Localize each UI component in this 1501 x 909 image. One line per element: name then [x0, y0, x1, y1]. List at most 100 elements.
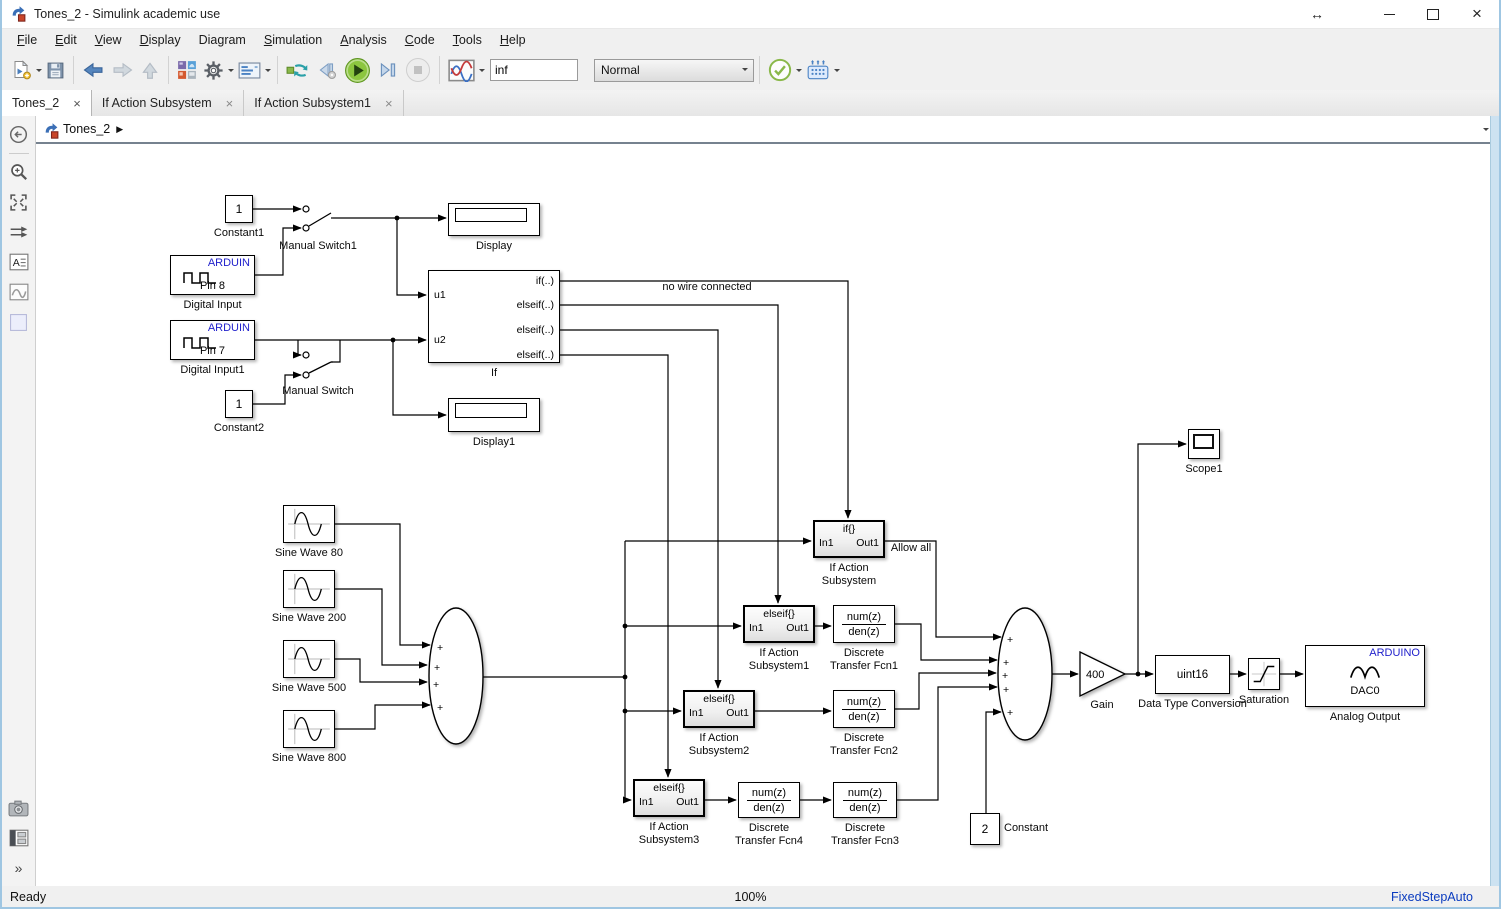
run-button[interactable]	[341, 55, 374, 85]
menu-item-edit[interactable]: Edit	[46, 31, 86, 49]
screenshot-button[interactable]	[7, 796, 31, 820]
tab-close-icon[interactable]: ×	[385, 96, 393, 111]
wire[interactable]	[560, 355, 668, 777]
wire[interactable]	[895, 624, 997, 660]
sum-block-sum1[interactable]: +++++	[998, 608, 1052, 740]
wire[interactable]	[885, 541, 1001, 637]
status-solver[interactable]: FixedStepAuto	[1391, 890, 1473, 904]
gain-block[interactable]: 400	[1080, 652, 1125, 696]
step-forward-button[interactable]	[374, 55, 402, 85]
menu-item-file[interactable]: File	[8, 31, 46, 49]
dropdown-caret-icon[interactable]	[796, 69, 802, 75]
fit-to-view-button[interactable]	[7, 190, 31, 214]
simulation-display-button[interactable]	[445, 55, 478, 85]
tab-if-action-subsystem[interactable]: If Action Subsystem ×	[92, 90, 244, 116]
tab-close-icon[interactable]: ×	[73, 96, 81, 111]
wire[interactable]	[335, 705, 430, 729]
stop-time-input[interactable]	[490, 59, 578, 81]
menu-item-display[interactable]: Display	[131, 31, 190, 49]
step-back-button[interactable]	[313, 55, 341, 85]
constant-block[interactable]: 2	[970, 813, 1000, 845]
wire[interactable]	[895, 673, 996, 709]
menu-item-help[interactable]: Help	[491, 31, 535, 49]
dropdown-caret-icon[interactable]	[479, 69, 485, 75]
hide-explorer-button[interactable]	[7, 122, 31, 146]
diagnostics-button[interactable]	[765, 55, 795, 85]
menu-item-tools[interactable]: Tools	[444, 31, 491, 49]
wire[interactable]	[897, 687, 997, 800]
constant1-block[interactable]: 1	[225, 195, 253, 223]
stop-button[interactable]	[402, 55, 434, 85]
dropdown-caret-icon[interactable]	[228, 69, 234, 75]
area-button[interactable]	[7, 310, 31, 334]
menu-item-analysis[interactable]: Analysis	[331, 31, 396, 49]
annotation-button[interactable]: A	[7, 250, 31, 274]
close-button[interactable]: ×	[1455, 0, 1499, 28]
wire[interactable]	[560, 305, 778, 603]
dropdown-caret-icon[interactable]	[265, 69, 271, 75]
if-action-subsystem1-block[interactable]: elseif{}In1Out1	[743, 605, 815, 643]
tab-close-icon[interactable]: ×	[226, 96, 234, 111]
digital-input-block[interactable]: ARDUINPin 8	[170, 255, 255, 295]
minimize-button[interactable]	[1367, 0, 1411, 28]
discrete-transfer-fcn3-block[interactable]: num(z)den(z)	[833, 782, 897, 818]
tab-tones-2[interactable]: Tones_2 ×	[2, 90, 92, 116]
discrete-transfer-fcn1-block[interactable]: num(z)den(z)	[833, 605, 895, 643]
dropdown-caret-icon[interactable]	[36, 69, 42, 75]
wire[interactable]	[331, 340, 340, 362]
sine-wave-200-block[interactable]	[283, 570, 335, 608]
wire[interactable]	[986, 712, 1001, 813]
manual-switch1[interactable]	[303, 206, 333, 231]
model-browser-button[interactable]	[7, 826, 31, 850]
if-block[interactable]: u1u2if(..)elseif(..)elseif(..)elseif(..)	[428, 270, 560, 363]
dropdown-caret-icon[interactable]	[834, 69, 840, 75]
diagram-canvas[interactable]: +++++++++4001Constant11Constant22ARDUINP…	[35, 146, 1491, 886]
analog-output-block[interactable]: ARDUINODAC0	[1305, 645, 1425, 707]
wire[interactable]	[335, 659, 427, 682]
if-action-subsystem3-block[interactable]: elseif{}In1Out1	[633, 779, 705, 817]
menu-item-view[interactable]: View	[86, 31, 131, 49]
saturation-block[interactable]	[1248, 658, 1280, 690]
wire[interactable]	[298, 340, 301, 355]
sum-block-sum[interactable]: ++++	[429, 608, 483, 744]
sine-wave-500-block[interactable]	[283, 640, 335, 678]
expand-toolstrip-button[interactable]: »	[7, 856, 31, 880]
if-action-subsystem-block[interactable]: if{}In1Out1	[813, 520, 885, 558]
data-type-conversion-block[interactable]: uint16	[1155, 655, 1230, 694]
model-settings-button[interactable]	[200, 55, 227, 85]
display-block[interactable]	[448, 203, 540, 236]
wire[interactable]	[397, 218, 426, 295]
annotation-no-wire-connected[interactable]: no wire connected	[662, 281, 751, 294]
up-to-parent-button[interactable]	[137, 55, 163, 85]
menu-item-diagram[interactable]: Diagram	[190, 31, 255, 49]
sine-wave-80-block[interactable]	[283, 505, 335, 543]
manual-switch[interactable]	[303, 352, 333, 378]
discrete-transfer-fcn4-block[interactable]: num(z)den(z)	[738, 782, 800, 818]
new-model-button[interactable]	[8, 55, 35, 85]
signal-routing-button[interactable]	[7, 220, 31, 244]
sine-wave-800-block[interactable]	[283, 710, 335, 748]
simulation-mode-select[interactable]: Normal	[594, 59, 754, 82]
menu-item-code[interactable]: Code	[396, 31, 444, 49]
zoom-button[interactable]	[7, 160, 31, 184]
image-button[interactable]	[7, 280, 31, 304]
tab-if-action-subsystem1[interactable]: If Action Subsystem1 ×	[244, 90, 403, 116]
forward-button[interactable]	[108, 55, 137, 85]
discrete-transfer-fcn2-block[interactable]: num(z)den(z)	[833, 690, 895, 728]
wire[interactable]	[335, 589, 427, 665]
update-diagram-button[interactable]	[283, 55, 313, 85]
wire[interactable]	[560, 281, 848, 518]
model-configuration-button[interactable]	[235, 55, 264, 85]
simulation-pacing-button[interactable]	[803, 55, 833, 85]
scope1-block[interactable]	[1188, 429, 1220, 459]
back-button[interactable]	[79, 55, 108, 85]
menu-item-simulation[interactable]: Simulation	[255, 31, 331, 49]
breadcrumb-model-name[interactable]: Tones_2	[63, 122, 110, 136]
save-button[interactable]	[43, 55, 68, 85]
vertical-scrollbar[interactable]	[1490, 116, 1499, 886]
annotation-allow-all[interactable]: Allow all	[891, 542, 931, 555]
maximize-button[interactable]	[1411, 0, 1455, 28]
undock-icon[interactable]: ↔	[1295, 0, 1339, 28]
if-action-subsystem2-block[interactable]: elseif{}In1Out1	[683, 690, 755, 728]
constant2-block[interactable]: 1	[225, 390, 253, 418]
